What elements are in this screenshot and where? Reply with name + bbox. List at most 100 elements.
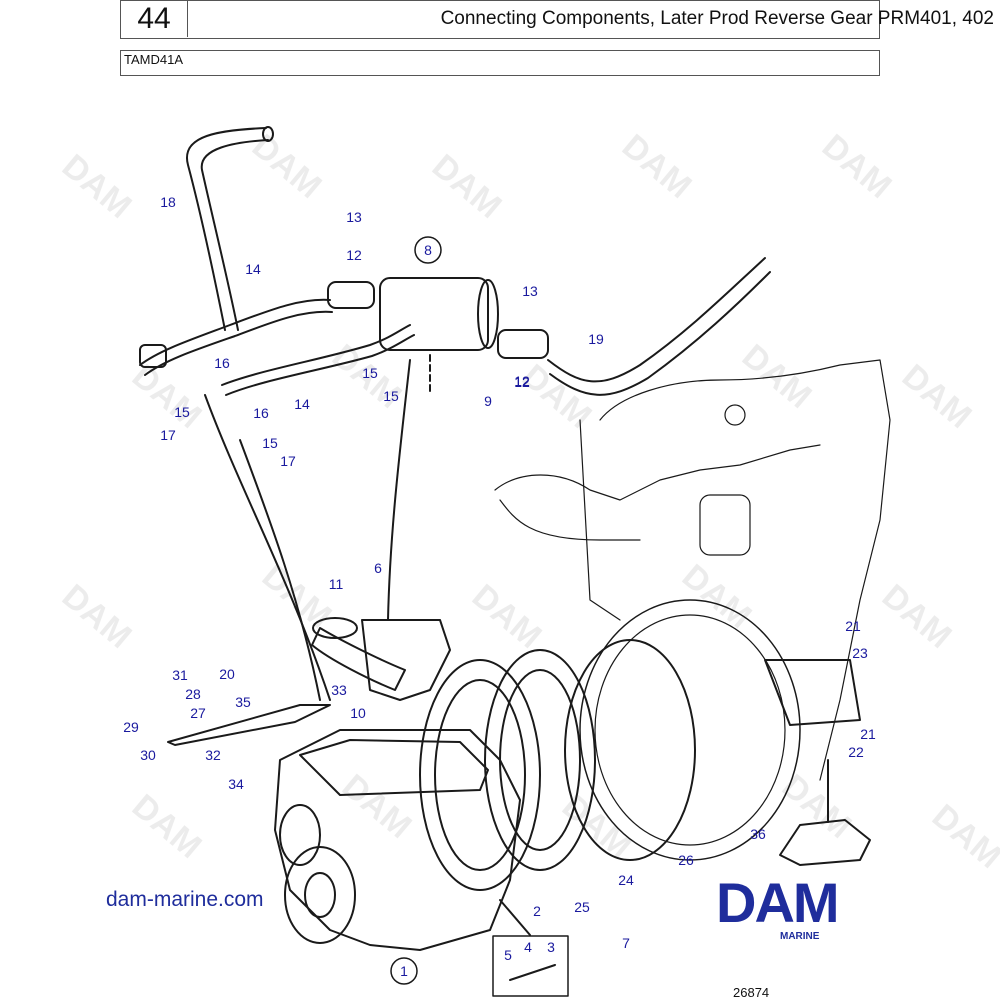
callout-18: 18 [160,194,176,210]
disc-26 [564,639,696,861]
cooler-fitting-left [327,281,375,309]
watermark-text: DAM [775,767,859,846]
watermark-text: DAM [335,767,419,846]
callout-32: 32 [205,747,221,763]
callout-7: 7 [622,935,630,951]
mount-36 [779,819,871,866]
cooler-end [477,279,499,349]
model-label: TAMD41A [124,52,183,67]
dam-logo: DAM MARINE [716,875,840,943]
logo-subtext: MARINE [780,931,820,942]
callout-24: 24 [618,872,634,888]
leader-fuel-left [204,394,331,701]
callout-29: 29 [123,719,139,735]
pipe-14-lower [221,324,411,386]
callout-11: 11 [329,576,344,592]
disc-25 [484,649,596,871]
callout-21: 21 [845,618,861,634]
plate-2 [419,659,541,891]
watermark-text: DAM [125,787,209,866]
callout-25: 25 [574,899,590,915]
callout-9: 9 [484,393,492,409]
watermark-text: DAM [895,357,979,436]
watermark-text: DAM [125,357,209,436]
callout-27: 27 [190,705,206,721]
watermark-text: DAM [875,577,959,656]
callout-6: 6 [374,560,382,576]
callout-3: 3 [547,939,555,955]
model-bar [120,50,880,76]
callout-17: 17 [280,453,296,469]
watermark-text: DAM [55,147,139,226]
callout-21: 21 [860,726,876,742]
callout-14: 14 [245,261,261,277]
watermark-text: DAM [425,147,509,226]
gearbox-body [274,729,521,951]
page-number: 44 [121,0,188,37]
hose-18 [185,127,267,331]
callout-circle-8 [414,236,442,264]
website-label[interactable]: dam-marine.com [106,888,264,911]
callout-circle-1 [390,957,418,985]
watermark-text: DAM [465,577,549,656]
bracket-20 [167,704,331,746]
pipe-14-upper [139,298,331,366]
fitting-upper-left [139,344,167,368]
watermark-text: DAM [245,127,329,206]
pipe-14-upper-b [144,310,333,376]
callout-16: 16 [214,355,230,371]
clamp-11 [312,617,358,639]
callout-20: 20 [219,666,235,682]
callout-5: 5 [504,947,512,963]
callout-19: 19 [588,331,604,347]
callout-36: 36 [750,826,766,842]
drawing-reference: 26874 [733,985,770,1000]
callout-35: 35 [235,694,251,710]
callout-26: 26 [678,852,694,868]
watermark-text: DAM [815,127,899,206]
output-flange [284,846,356,944]
callout-34: 34 [228,776,244,792]
callout-28: 28 [185,686,201,702]
callout-12: 12 [514,373,530,389]
callout-15: 15 [383,388,399,404]
hose-18-inner [200,139,269,331]
callout-23: 23 [852,645,868,661]
hose-19-b [549,271,771,396]
callout-15: 15 [262,435,278,451]
flywheel-housing-inner [594,614,786,846]
callout-2: 2 [533,903,541,919]
gearbox-boss [279,804,321,866]
callout-12: 12 [514,374,530,390]
engine-outline [494,359,891,781]
callout-15: 15 [362,365,378,381]
callout-22: 22 [848,744,864,760]
callout-8: 8 [424,242,432,258]
drawing-lines [139,126,891,997]
plate-2-inner [434,679,526,871]
output-flange-hub [304,872,336,918]
cooler-fitting-right [497,329,549,359]
watermark-text: DAM [925,797,1000,876]
callout-31: 31 [172,667,188,683]
inset-box-3-5 [492,935,569,997]
header-title-bar [120,0,880,39]
page-title: Connecting Components, Later Prod Revers… [440,7,994,29]
flywheel-housing [579,599,801,861]
callout-13: 13 [346,209,362,225]
watermark-text: DAM [515,357,599,436]
callout-1: 1 [400,963,408,979]
callout-16: 16 [253,405,269,421]
pipe-14-lower-b [225,334,415,396]
hose-19 [547,257,766,383]
callout-33: 33 [331,682,347,698]
leader-to-inset [499,899,531,936]
watermark-layer: DAM DAM DAM DAM DAM DAM DAM DAM DAM DAM DAM DAM DAM D… [55,127,1000,876]
callout-10: 10 [350,705,366,721]
callout-15: 15 [174,404,190,420]
callout-14: 14 [294,396,310,412]
watermark-text: DAM [615,127,699,206]
leader-fuel-right [239,439,321,701]
callout-17: 17 [160,427,176,443]
